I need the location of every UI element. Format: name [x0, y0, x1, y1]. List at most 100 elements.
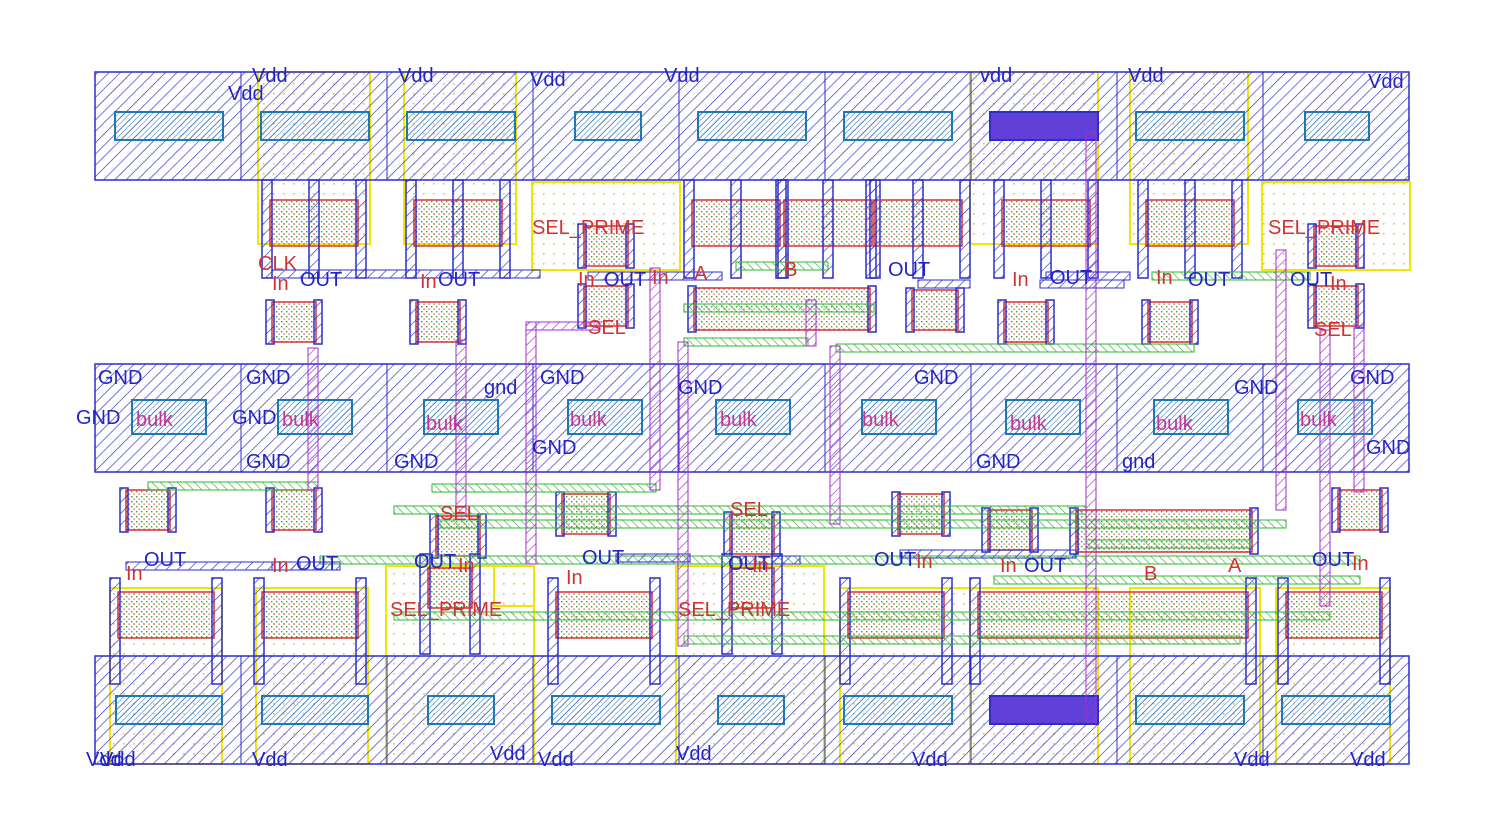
bulk-label: bulk [862, 409, 900, 431]
metal-contact-pad [649, 577, 661, 685]
diffusion-active [271, 489, 317, 531]
wire-vertical [1085, 131, 1097, 723]
metal-contact-pad [1141, 299, 1151, 345]
metal-contact-pad [355, 577, 367, 685]
signal-label: OUT [582, 547, 624, 569]
rail-contact-strip [551, 695, 661, 725]
signal-label: OUT [300, 269, 342, 291]
wire-horizontal [319, 555, 1361, 565]
wire-vertical [1319, 329, 1331, 607]
signal-label: SEL_PRIME [678, 599, 790, 621]
signal-label: CLK [258, 253, 298, 275]
signal-label: OUT [144, 549, 186, 571]
metal-contact-pad [313, 299, 323, 345]
diffusion-active [1313, 225, 1359, 267]
diffusion-active [261, 591, 359, 639]
signal-label: In [272, 555, 289, 577]
metal-contact-pad [167, 487, 177, 533]
metal-contact-pad [469, 553, 481, 655]
bulk-contact [1005, 399, 1081, 435]
signal-label: SEL [588, 317, 626, 339]
wire-horizontal [525, 321, 601, 331]
bulk-label: bulk [426, 413, 464, 435]
rail-contact-strip [1135, 695, 1245, 725]
wire-horizontal [271, 269, 541, 279]
metal-contact-pad [993, 179, 1005, 279]
metal-contact-pad [1245, 577, 1257, 685]
wire-horizontal [683, 303, 875, 313]
bulk-label: bulk [1010, 413, 1048, 435]
signal-label: OUT [604, 269, 646, 291]
signal-label: In [916, 551, 933, 573]
metal-contact-pad [261, 179, 273, 279]
signal-label: In [1156, 267, 1173, 289]
metal-contact-pad [1379, 577, 1391, 685]
bulk-contact [131, 399, 207, 435]
bulk-label: bulk [570, 409, 608, 431]
metal-contact-pad [547, 577, 559, 685]
wire-horizontal [993, 575, 1361, 585]
signal-label: OUT [874, 549, 916, 571]
vdd-label: Vdd [252, 65, 288, 87]
via-strip [989, 111, 1099, 141]
signal-label: SEL_PRIME [1268, 217, 1380, 239]
metal-contact-pad [265, 299, 275, 345]
rail-contact-strip [115, 695, 223, 725]
signal-label: SEL [440, 503, 478, 525]
metal-contact-pad [941, 577, 953, 685]
vdd-label: Vdd [398, 65, 434, 87]
signal-label: OUT [1024, 555, 1066, 577]
metal-contact-pad [865, 179, 877, 279]
metal-contact-pad [721, 553, 733, 655]
signal-label: OUT [888, 259, 930, 281]
signal-label: OUT [414, 551, 456, 573]
signal-label: B [784, 259, 797, 281]
signal-label: In [1000, 555, 1017, 577]
vdd-label: vdd [980, 65, 1012, 87]
metal-contact-pad [1069, 507, 1079, 555]
wire-horizontal [147, 481, 319, 491]
metal-contact-pad [955, 287, 965, 333]
metal-contact-pad [1379, 487, 1389, 533]
signal-label: OUT [1290, 269, 1332, 291]
metal-contact-pad [405, 179, 417, 279]
bulk-label: bulk [1300, 409, 1338, 431]
metal-contact-pad [1184, 179, 1196, 279]
nwell-region [493, 565, 535, 607]
signal-label: OUT [728, 553, 770, 575]
bulk-contact [861, 399, 937, 435]
signal-label: In [458, 555, 475, 577]
gnd-label: GND [914, 367, 958, 389]
wire-horizontal [683, 635, 1241, 645]
bulk-label: bulk [720, 409, 758, 431]
rail-contact-strip [697, 111, 807, 141]
signal-label: In [126, 563, 143, 585]
rail-contact-strip [1281, 695, 1391, 725]
diffusion-active [987, 509, 1033, 551]
gnd-label: GND [246, 367, 290, 389]
wire-vertical [1353, 325, 1365, 493]
signal-label: SEL_PRIME [390, 599, 502, 621]
diffusion-active [1337, 489, 1383, 531]
rail-contact-strip [574, 111, 642, 141]
vdd-label: Vdd [912, 749, 948, 771]
signal-label: In [272, 273, 289, 295]
signal-label: In [1352, 553, 1369, 575]
wire-horizontal [393, 611, 1331, 621]
rail-contact-strip [427, 695, 495, 725]
rail-contact-strip [843, 695, 953, 725]
signal-label: OUT [296, 553, 338, 575]
signal-label: A [1228, 555, 1242, 577]
signal-label: In [1330, 273, 1347, 295]
wire-horizontal [1039, 279, 1125, 289]
bulk-contact [567, 399, 643, 435]
vdd-label: Vdd [530, 69, 566, 91]
vdd-label: Vdd [252, 749, 288, 771]
gnd-label: GND [1234, 377, 1278, 399]
metal-contact-pad [1249, 507, 1259, 555]
metal-contact-pad [1307, 223, 1317, 269]
gnd-label: GND [532, 437, 576, 459]
metal-contact-pad [1040, 179, 1052, 279]
signal-label: In [652, 267, 669, 289]
